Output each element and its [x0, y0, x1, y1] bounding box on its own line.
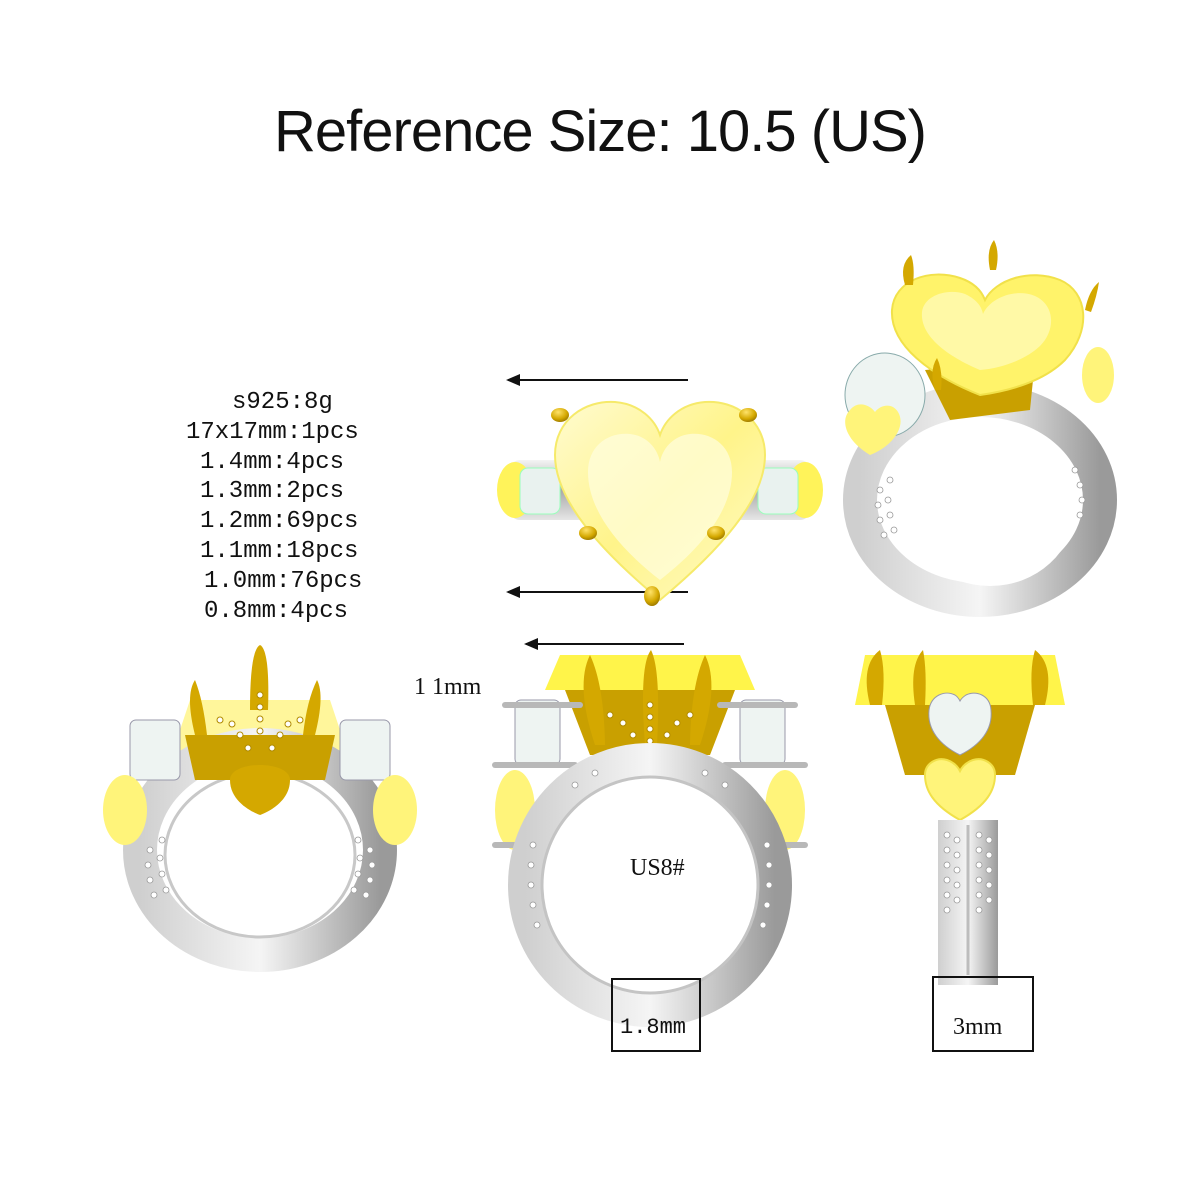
spec-stone: 1.3mm:2pcs	[200, 478, 345, 506]
spec-stone: 1.4mm:4pcs	[200, 448, 345, 476]
inner-size-label: US8#	[630, 855, 685, 881]
top-view-ring-illustration	[497, 400, 823, 606]
spec-metal: s925:8g	[232, 389, 333, 416]
band-width-label: 3mm	[953, 1014, 1003, 1040]
band-width-box	[932, 976, 1034, 1052]
band-thickness-box	[611, 978, 701, 1052]
perspective-view-ring-illustration	[843, 240, 1117, 617]
dimension-arrow-bottom	[506, 586, 688, 598]
front-view-ring-illustration	[492, 650, 808, 1027]
dimension-arrow-height	[524, 638, 684, 650]
back-view-ring-illustration	[103, 645, 417, 972]
dimension-arrow-top	[506, 374, 688, 386]
page-title: Reference Size: 10.5 (US)	[274, 99, 927, 164]
spec-list: s925:8g 17x17mm:1pcs 1.4mm:4pcs 1.3mm:2p…	[186, 388, 416, 626]
spec-stone: 1.1mm:18pcs	[200, 537, 359, 565]
spec-stone: 1.0mm:76pcs	[204, 567, 363, 595]
side-view-ring-illustration	[855, 650, 1065, 985]
spec-stone: 0.8mm:4pcs	[204, 597, 349, 625]
height-dimension-label: 1 1mm	[414, 674, 482, 700]
band-thickness-label: 1.8mm	[620, 1015, 687, 1040]
spec-stone: 1.2mm:69pcs	[200, 508, 359, 536]
spec-stone: 17x17mm:1pcs	[186, 418, 359, 446]
